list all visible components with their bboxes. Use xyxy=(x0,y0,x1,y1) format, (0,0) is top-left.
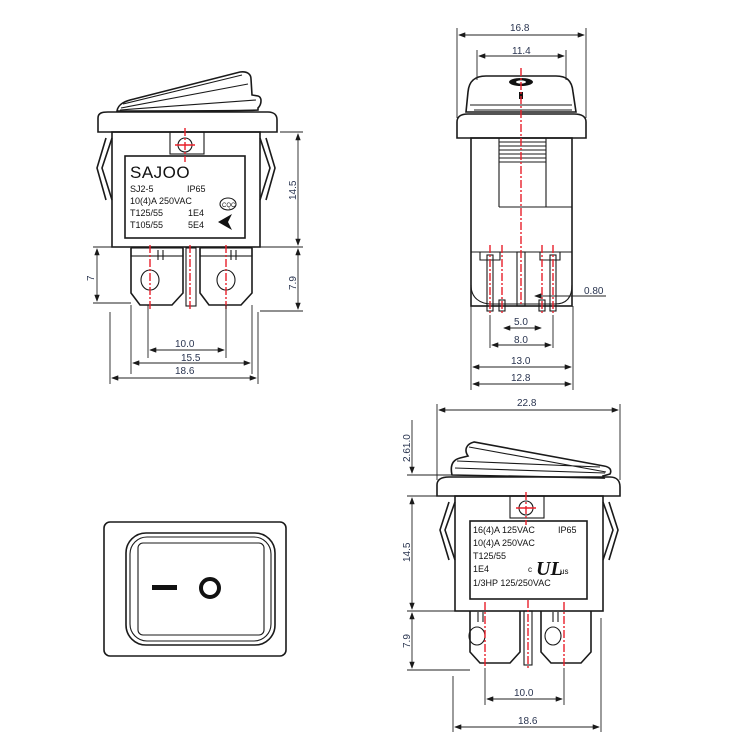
rating-text-3b: 5E4 xyxy=(188,220,204,230)
ul-rating-4: 1E4 xyxy=(473,564,489,574)
dim-bottom-terminal-height: 7.9 xyxy=(402,634,413,648)
ip-rating-text: IP65 xyxy=(187,184,206,194)
rating-text-2b: 1E4 xyxy=(188,208,204,218)
dim-rocker-width: 11.4 xyxy=(512,46,531,57)
front-view-bottom-right: 16(4)A 125VAC IP65 10(4)A 250VAC T125/55… xyxy=(402,398,621,732)
svg-text:CQC: CQC xyxy=(222,203,236,209)
dim-inner-width: 15.5 xyxy=(181,353,201,364)
dim-bottom-body-height: 14.5 xyxy=(402,542,413,562)
dim-rocker-height: 2.61.0 xyxy=(402,434,413,462)
dim-terminal-side: 7 xyxy=(86,275,97,281)
ul-rating-5: 1/3HP 125/250VAC xyxy=(473,578,551,588)
brand-label: SAJOO xyxy=(130,163,190,182)
ul-certification-icon: c UL us xyxy=(528,558,568,580)
dim-base-width: 12.8 xyxy=(511,373,531,384)
svg-text:us: us xyxy=(560,567,568,576)
svg-text:c: c xyxy=(528,565,532,574)
dim-bottom-overall-width: 22.8 xyxy=(517,398,537,409)
dim-terminal-height: 7.9 xyxy=(288,276,299,290)
cert-triangle-icon xyxy=(218,214,232,230)
ul-rating-1: 16(4)A 125VAC xyxy=(473,525,535,535)
off-symbol-icon xyxy=(199,577,221,599)
dim-bottom-width: 18.6 xyxy=(518,716,538,727)
ul-rating-3: T125/55 xyxy=(473,551,506,561)
dim-pin-pitch-inner: 5.0 xyxy=(514,317,528,328)
dim-side-overall-width: 16.8 xyxy=(510,23,530,34)
front-view-top-left: SAJOO SJ2-5 IP65 10(4)A 250VAC T125/55 1… xyxy=(86,71,303,384)
ul-rating-2: 10(4)A 250VAC xyxy=(473,538,535,548)
top-face-view xyxy=(103,521,287,657)
ul-ip-rating: IP65 xyxy=(558,525,577,535)
cqc-mark-icon xyxy=(219,197,237,211)
model-text: SJ2-5 xyxy=(130,184,154,194)
dim-body-height: 14.5 xyxy=(288,180,299,200)
dim-pin-offset: 0.80 xyxy=(584,286,604,297)
on-symbol-icon xyxy=(152,585,177,590)
rating-text-2: T125/55 xyxy=(130,208,163,218)
dim-body-width: 13.0 xyxy=(511,356,531,367)
side-view-top-right: 16.8 11.4 0.80 5.0 8.0 13.0 12.8 xyxy=(456,23,606,390)
dim-terminal-pitch: 10.0 xyxy=(175,339,195,350)
ul-spec-label-box xyxy=(469,520,588,600)
rating-text-3: T105/55 xyxy=(130,220,163,230)
dim-pin-pitch-outer: 8.0 xyxy=(514,335,528,346)
dim-overall-width: 18.6 xyxy=(175,366,195,377)
svg-text:UL: UL xyxy=(536,558,563,580)
dim-bottom-terminal-pitch: 10.0 xyxy=(514,688,534,699)
rating-text-1: 10(4)A 250VAC xyxy=(130,196,192,206)
